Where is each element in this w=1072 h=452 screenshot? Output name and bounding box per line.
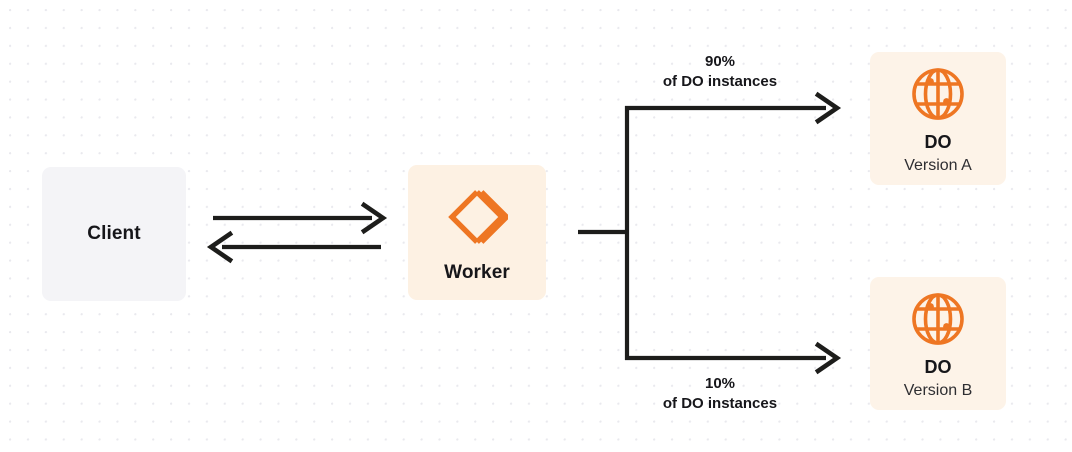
node-do-b-label: DO — [924, 357, 952, 378]
edge-worker-to-client — [206, 230, 381, 264]
edge-label-do-b-percent: 10% — [704, 375, 736, 392]
globe-icon — [910, 291, 966, 347]
node-do-version-b[interactable]: DO Version B — [870, 277, 1006, 410]
node-client-label: Client — [87, 223, 141, 244]
edge-branch-to-do-b — [625, 341, 842, 375]
node-do-a-sublabel: Version A — [904, 157, 972, 175]
edge-branch-to-do-a — [625, 91, 842, 125]
edge-label-do-b-caption: of DO instances — [662, 394, 778, 412]
globe-icon — [910, 66, 966, 122]
node-do-a-label: DO — [924, 132, 952, 153]
node-worker[interactable]: Worker — [408, 165, 546, 300]
cloudflare-workers-chevron-icon — [446, 188, 508, 246]
node-client[interactable]: Client — [42, 167, 186, 301]
node-worker-label: Worker — [444, 261, 510, 283]
edge-client-to-worker — [213, 201, 388, 235]
edge-label-do-a-caption: of DO instances — [662, 72, 778, 90]
node-do-b-sublabel: Version B — [903, 382, 973, 400]
edge-label-do-a-percent: 90% — [704, 53, 736, 70]
edge-label-do-a: 90% of DO instances — [620, 52, 820, 92]
node-do-version-a[interactable]: DO Version A — [870, 52, 1006, 185]
edge-label-do-b: 10% of DO instances — [620, 374, 820, 414]
